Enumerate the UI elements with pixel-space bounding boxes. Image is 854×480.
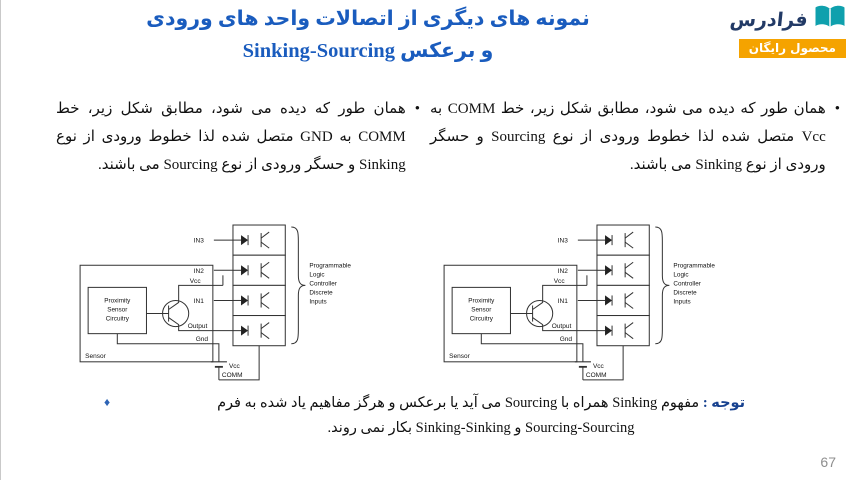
- comm-label: COMM: [586, 372, 607, 379]
- battery-vcc-label: Vcc: [229, 363, 241, 370]
- battery-vcc-label: Vcc: [593, 363, 605, 370]
- bullet-paragraph-right: • همان طور که دیده می شود، مطابق شکل زیر…: [430, 96, 840, 179]
- in1-label: IN1: [194, 298, 205, 305]
- proximity-label-2: Sensor: [107, 307, 127, 314]
- in2-label: IN2: [558, 268, 569, 275]
- gnd-label: Gnd: [196, 336, 209, 343]
- comm-wire: COMM: [582, 345, 624, 381]
- plc-label-3: Controller: [673, 280, 700, 287]
- bullet-marker: •: [414, 101, 420, 117]
- sensor-label: Sensor: [85, 353, 106, 360]
- bullet-text-left: همان طور که دیده می شود، مطابق شکل زیر، …: [56, 101, 406, 173]
- plc-label-2: Logic: [309, 271, 324, 278]
- free-product-badge: محصول رایگان: [738, 39, 846, 58]
- sensor-block: Proximity Sensor Circuitry Sensor Vcc Ou…: [79, 264, 233, 363]
- in1-label: IN1: [558, 298, 569, 305]
- note-line1: توجه : مفهوم Sinking همراه با Sourcing م…: [120, 391, 842, 416]
- plc-label-2: Logic: [673, 271, 688, 278]
- note-text: توجه : مفهوم Sinking همراه با Sourcing م…: [120, 391, 842, 442]
- comm-wire: COMM: [218, 345, 260, 381]
- comm-label: COMM: [222, 372, 243, 379]
- plc-caption: Programmable Logic Controller Discrete I…: [655, 226, 715, 345]
- bullet-marker: •: [834, 101, 840, 117]
- faradars-logo-row: فرادرس: [729, 4, 846, 36]
- plc-input-circuit: Proximity Sensor Circuitry Sensor Vcc Ou…: [443, 224, 715, 381]
- in2-label: IN2: [194, 268, 205, 275]
- circuit-diagram-right: Proximity Sensor Circuitry Sensor Vcc Ou…: [436, 221, 768, 395]
- slide-title-line2: Sinking-Sourcing و برعکس: [242, 39, 494, 62]
- input-ladder: IN3 IN2 IN1: [194, 224, 286, 347]
- slide-title-line1: نمونه های دیگری از اتصالات واحد های ورود…: [146, 8, 590, 30]
- plc-label-1: Programmable: [309, 262, 351, 269]
- plc-label-4: Discrete: [309, 289, 333, 296]
- page-number: 67: [820, 454, 836, 470]
- slide-title: نمونه های دیگری از اتصالات واحد های ورود…: [88, 4, 648, 68]
- proximity-label-1: Proximity: [104, 297, 131, 304]
- plc-label-5: Inputs: [309, 298, 326, 305]
- circuit-diagram-left: Proximity Sensor Circuitry Sensor Vcc Ou…: [72, 221, 404, 395]
- in3-label: IN3: [194, 238, 205, 245]
- sensor-label: Sensor: [449, 353, 470, 360]
- faradars-logo-block: فرادرس محصول رایگان: [729, 4, 846, 58]
- proximity-label-3: Circuitry: [106, 316, 130, 323]
- brand-wordmark: فرادرس: [729, 9, 810, 31]
- plc-label-1: Programmable: [673, 262, 715, 269]
- plc-input-circuit: Proximity Sensor Circuitry Sensor Vcc Ou…: [79, 224, 351, 381]
- note-label: توجه :: [702, 395, 746, 411]
- note-diamond-bullet-icon: ♦: [104, 395, 111, 409]
- attention-note: ♦ توجه : مفهوم Sinking همراه با Sourcing…: [104, 391, 842, 442]
- proximity-label-1: Proximity: [468, 297, 495, 304]
- input-ladder: IN3 IN2 IN1: [558, 224, 650, 347]
- plc-caption: Programmable Logic Controller Discrete I…: [291, 226, 351, 345]
- proximity-label-2: Sensor: [471, 307, 491, 314]
- plc-label-4: Discrete: [673, 289, 697, 296]
- note-line1-rest: مفهوم Sinking همراه با Sourcing می آید ی…: [217, 395, 700, 411]
- open-book-icon: [814, 4, 846, 36]
- output-label: Output: [188, 323, 208, 330]
- plc-label-3: Controller: [309, 280, 336, 287]
- gnd-label: Gnd: [560, 336, 573, 343]
- left-edge-divider: [0, 0, 1, 480]
- plc-label-5: Inputs: [673, 298, 690, 305]
- battery-symbol: Vcc: [210, 361, 241, 380]
- sensor-block: Proximity Sensor Circuitry Sensor Vcc Ou…: [443, 264, 597, 363]
- battery-symbol: Vcc: [574, 361, 605, 380]
- in3-label: IN3: [558, 238, 569, 245]
- proximity-label-3: Circuitry: [470, 316, 494, 323]
- note-line2: Sourcing-Sourcing و Sinking-Sinking بکار…: [327, 420, 635, 437]
- output-label: Output: [552, 323, 572, 330]
- vcc-label: Vcc: [190, 278, 202, 285]
- bullet-paragraph-left: • همان طور که دیده می شود، مطابق شکل زیر…: [56, 96, 420, 179]
- vcc-label: Vcc: [554, 278, 566, 285]
- bullet-text-right: همان طور که دیده می شود، مطابق شکل زیر، …: [430, 101, 826, 173]
